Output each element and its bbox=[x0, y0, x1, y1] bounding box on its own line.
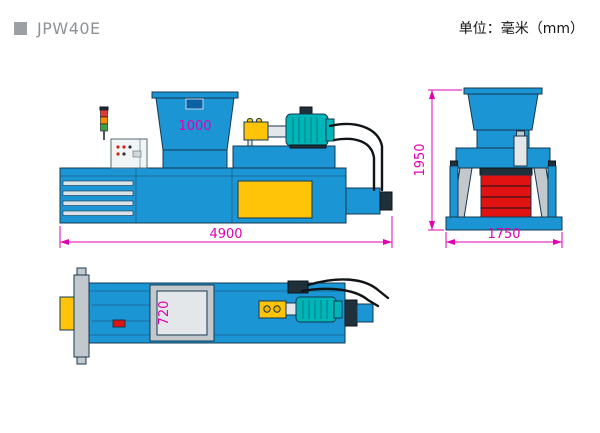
press-housing-top bbox=[356, 303, 374, 323]
base-frame bbox=[445, 216, 563, 231]
model-title: JPW40E bbox=[37, 18, 101, 38]
hydraulic-hose bbox=[328, 122, 384, 192]
front-flange bbox=[73, 267, 90, 365]
electric-motor-top bbox=[295, 296, 343, 323]
cylinder-block-top bbox=[344, 299, 358, 327]
overall-length-label: 4900 bbox=[209, 227, 242, 242]
right-guide bbox=[547, 165, 557, 219]
brand-badge bbox=[185, 98, 204, 110]
cylinder-small bbox=[513, 130, 528, 167]
dimension-overall-height: 1950 bbox=[413, 89, 462, 231]
pump-unit bbox=[243, 117, 287, 147]
signal-tower-light bbox=[99, 106, 109, 140]
hopper bbox=[151, 91, 239, 169]
end-view: 1950 1750 bbox=[413, 87, 563, 248]
hydraulic-hose bbox=[300, 287, 380, 308]
bale-stack bbox=[480, 174, 532, 218]
press-platen bbox=[479, 167, 533, 176]
oil-tank bbox=[232, 145, 336, 169]
cylinder-end-block bbox=[379, 191, 393, 211]
coupling bbox=[285, 302, 297, 316]
access-door bbox=[237, 180, 313, 219]
body-band bbox=[455, 147, 551, 169]
unit-label: 单位：毫米（mm） bbox=[458, 21, 584, 37]
stop-button bbox=[112, 319, 126, 328]
hydraulic-hose bbox=[306, 278, 390, 300]
control-cabinet bbox=[110, 138, 148, 169]
left-guide bbox=[449, 165, 459, 219]
dimension-overall-width: 1750 bbox=[445, 227, 563, 248]
hopper-width-label: 1000 bbox=[178, 119, 211, 134]
electric-motor bbox=[285, 106, 335, 149]
hopper-end bbox=[463, 87, 543, 149]
bullet-icon bbox=[14, 21, 27, 35]
vent-slats bbox=[62, 180, 134, 216]
overall-height-label: 1950 bbox=[413, 143, 428, 176]
header: JPW40E 单位：毫米（mm） bbox=[14, 18, 584, 38]
overall-width-label: 1750 bbox=[487, 227, 520, 242]
feed-chamber bbox=[149, 284, 215, 342]
top-view: 720 bbox=[59, 267, 390, 365]
chamber-width-label: 720 bbox=[157, 301, 172, 326]
press-housing bbox=[345, 187, 381, 215]
hydraulic-hose bbox=[332, 137, 376, 192]
dimension-overall-length: 4900 bbox=[59, 216, 393, 248]
side-view: 1000 bbox=[59, 91, 393, 248]
pump-unit-top bbox=[258, 300, 287, 319]
